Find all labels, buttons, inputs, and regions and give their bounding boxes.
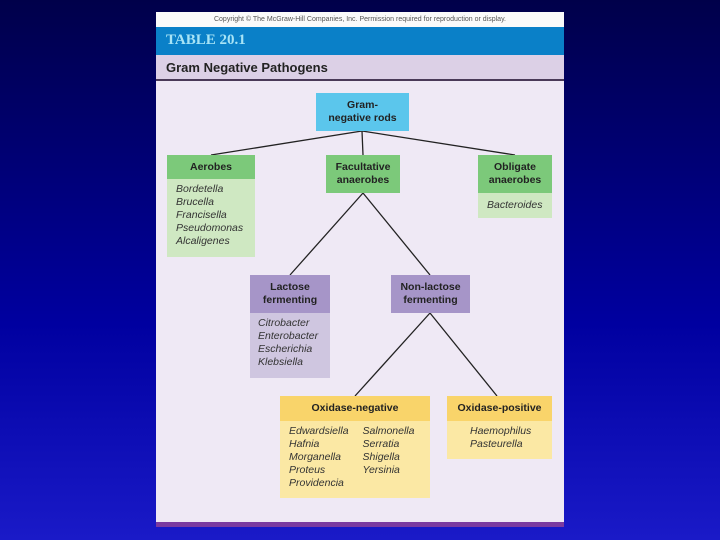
node-label: Gram-negative rods — [328, 99, 397, 124]
list-item: Serratia — [362, 438, 400, 450]
node-list: Haemophilus Pasteurella — [447, 421, 552, 459]
list-item: Hafnia — [289, 438, 320, 450]
node-label: Obligate anaerobes — [488, 161, 542, 186]
node-facultative-anaerobes: Facultative anaerobes — [326, 155, 400, 193]
page-title: Gram Negative Pathogens — [166, 60, 328, 75]
list-column: Salmonella Serratia Shigella Yersinia — [363, 425, 415, 494]
edge-nonlactose-oxpos — [429, 312, 498, 397]
list-item: Brucella — [176, 196, 214, 208]
node-lactose-fermenting: Lactose fermenting Citrobacter Enterobac… — [250, 275, 330, 378]
table-label-band: TABLE 20.1 — [156, 27, 564, 55]
list-item: Alcaligenes — [176, 235, 230, 247]
list-item: Bordetella — [176, 183, 224, 195]
node-label: Lactose fermenting — [262, 281, 318, 306]
node-header: Oxidase-positive — [447, 396, 552, 421]
node-oxidase-negative: Oxidase-negative Edwardsiella Hafnia Mor… — [280, 396, 430, 498]
list-item: Haemophilus — [470, 425, 532, 437]
node-list: Bordetella Brucella Francisella Pseudomo… — [167, 179, 255, 257]
list-item: Francisella — [176, 209, 227, 221]
list-item: Bacteroides — [487, 199, 543, 211]
table-label: TABLE 20.1 — [166, 32, 246, 48]
bottom-bar — [156, 522, 564, 527]
node-list: Citrobacter Enterobacter Escherichia Kle… — [250, 313, 330, 378]
edge-root-aerobes — [210, 130, 363, 156]
list-item: Shigella — [362, 451, 400, 463]
list-item: Citrobacter — [258, 317, 310, 329]
node-label: Facultative anaerobes — [335, 161, 391, 186]
list-item: Enterobacter — [258, 330, 319, 342]
list-item: Providencia — [289, 477, 344, 489]
edge-root-facultative — [361, 130, 364, 156]
edge-facultative-nonlactose — [362, 192, 431, 276]
list-item: Escherichia — [258, 343, 313, 355]
title-band: Gram Negative Pathogens — [156, 55, 564, 81]
node-obligate-anaerobes: Obligate anaerobes Bacteroides — [478, 155, 552, 218]
edge-root-obligate — [361, 130, 516, 156]
copyright-notice: Copyright © The McGraw-Hill Companies, I… — [156, 12, 564, 27]
node-list: Edwardsiella Hafnia Morganella Proteus P… — [280, 421, 430, 498]
node-non-lactose-fermenting: Non-lactose fermenting — [391, 275, 470, 313]
edge-facultative-lactose — [289, 192, 364, 276]
list-item: Edwardsiella — [289, 425, 349, 437]
node-gram-negative-rods: Gram-negative rods — [316, 93, 409, 131]
node-header: Aerobes — [167, 155, 255, 179]
node-label: Non-lactose fermenting — [400, 281, 461, 306]
node-header: Oxidase-negative — [280, 396, 430, 421]
node-header: Obligate anaerobes — [478, 155, 552, 193]
node-list: Bacteroides — [478, 193, 552, 218]
list-item: Pasteurella — [470, 438, 523, 450]
list-item: Pseudomonas — [176, 222, 244, 234]
list-item: Klebsiella — [258, 356, 303, 368]
node-header: Lactose fermenting — [250, 275, 330, 313]
edge-nonlactose-oxneg — [354, 312, 431, 397]
list-item: Yersinia — [362, 464, 400, 476]
list-item: Salmonella — [362, 425, 415, 437]
node-aerobes: Aerobes Bordetella Brucella Francisella … — [167, 155, 255, 257]
node-oxidase-positive: Oxidase-positive Haemophilus Pasteurella — [447, 396, 552, 459]
list-item: Morganella — [289, 451, 341, 463]
list-column: Edwardsiella Hafnia Morganella Proteus P… — [289, 425, 349, 494]
list-item: Proteus — [289, 464, 326, 476]
